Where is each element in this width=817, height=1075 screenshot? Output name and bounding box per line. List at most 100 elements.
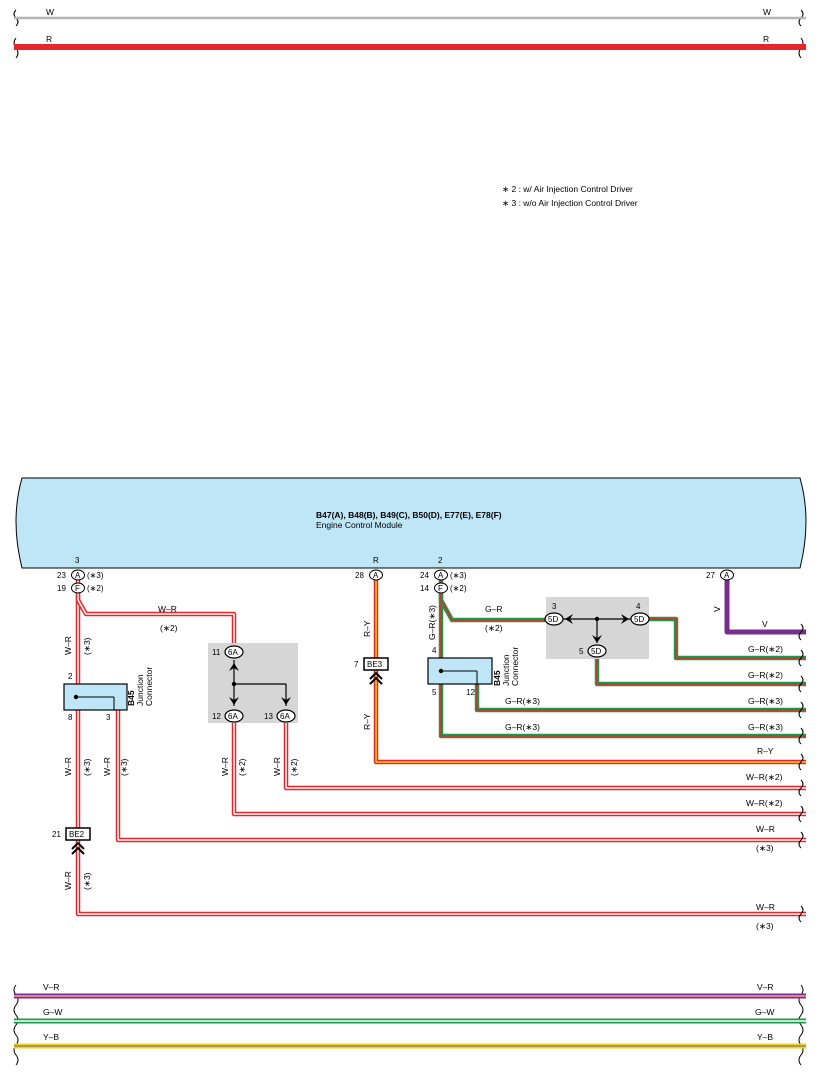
right-label-wr2-1: W–R(∗2) — [746, 772, 783, 782]
splice-6a-arrow-down-1 — [229, 697, 239, 705]
wire-gr-junction-5-out-stripe — [440, 684, 806, 737]
pin-27: 27 — [706, 571, 715, 580]
break-mark-5 — [798, 753, 804, 771]
lbl-gr3-2: G–R(∗3) — [505, 722, 540, 732]
wire-wr-be2-out — [75, 840, 806, 917]
lbl-gr-v: G–R(∗3) — [427, 605, 437, 640]
pin-a-letter: A — [75, 571, 81, 580]
junction-right-pin-5: 5 — [432, 688, 437, 697]
wire-labels: W–R (∗2) W–R (∗3) W–R (∗3) W–R (∗3) W–R … — [63, 604, 722, 890]
wire-gr-5d-5-out-stripe — [596, 657, 806, 685]
lbl-ry-v1: R–Y — [362, 620, 372, 637]
lbl-gr-h-cond: (∗2) — [485, 623, 503, 633]
splice-6a-arrow-down-2 — [281, 697, 291, 705]
ecm-connector-list: B47(A), B48(B), B49(C), B50(D), E77(E), … — [316, 510, 502, 520]
junction-left-line1: Junction — [135, 674, 145, 706]
junction-right-code: B45 — [492, 670, 502, 686]
pin-a4-letter: A — [724, 571, 730, 580]
right-label-gr2-1: G–R(∗2) — [748, 644, 783, 654]
wire-wr-be2-out-stripe — [77, 840, 806, 915]
be3-label: BE3 — [367, 660, 383, 669]
splice-6a-node — [231, 681, 237, 687]
break-mark-1 — [798, 649, 804, 667]
wire-wr-6a-13-out-stripe — [285, 722, 806, 789]
pin-a2-letter: A — [373, 571, 379, 580]
pin-19-cond: (∗2) — [87, 584, 104, 593]
splice-5d-pin-3: 3 — [552, 602, 557, 611]
bus-yb-label-left: Y–B — [43, 1032, 59, 1042]
lbl-wr-v1: W–R — [63, 636, 73, 655]
wire-gr-junction-12-out-stripe — [476, 684, 806, 711]
ecm-name: Engine Control Module — [316, 520, 403, 530]
break-mark-7 — [798, 805, 804, 823]
splice-5d-pin-5: 5 — [579, 647, 584, 656]
lbl-wr-v4: W–R — [220, 757, 230, 776]
ecm-terminal-2: 2 — [438, 556, 443, 565]
splice-box-6a — [208, 643, 298, 723]
bus-w-label-left: W — [46, 7, 54, 17]
wire-wr-f-to-6a-stripe — [77, 593, 235, 646]
ecm-pins: A 23 (∗3) F 19 (∗2) A 28 A 24 (∗3) F 14 … — [57, 569, 734, 594]
splice-5d-node — [594, 616, 600, 622]
splice-5d-l-id: 5D — [548, 615, 558, 624]
break-mark-6 — [798, 779, 804, 797]
top-bus-group: W W R R — [13, 7, 806, 59]
note-air-injection-wo: ∗ 3 : w/o Air Injection Control Driver — [502, 198, 638, 208]
lbl-wr-v4-cond: (∗2) — [237, 758, 247, 776]
wire-wr-6a-12-out-stripe — [233, 722, 806, 815]
splice-6a-pin-11: 11 — [212, 648, 221, 657]
pin-23: 23 — [57, 571, 66, 580]
be2-pin: 21 — [52, 830, 61, 839]
break-mark-9 — [798, 905, 804, 923]
inline-connector-be3: BE3 7 — [354, 657, 389, 685]
pin-f2-letter: F — [438, 584, 443, 593]
break-mark-8 — [798, 831, 804, 849]
lbl-wr-v1-cond: (∗3) — [82, 637, 92, 655]
lbl-ry-v2: R–Y — [362, 713, 372, 730]
right-label-gr2-2: G–R(∗2) — [748, 670, 783, 680]
junction-left-line2: Connector — [144, 667, 154, 706]
bus-r-label-left: R — [46, 34, 52, 44]
lbl-gr3-1: G–R(∗3) — [505, 696, 540, 706]
lbl-wr-v5: W–R — [272, 757, 282, 776]
pin-28: 28 — [355, 571, 364, 580]
wire-gr-f-to-5d-stripe — [440, 593, 545, 621]
bus-vr-label-left: V–R — [43, 982, 60, 992]
right-label-wr-1: W–R — [756, 824, 775, 834]
pin-f-letter: F — [75, 584, 80, 593]
splice-5d-pin-4: 4 — [636, 602, 641, 611]
lbl-v-vert: V — [712, 606, 722, 612]
junction-right-line1: Junction — [501, 654, 511, 686]
bus-gw-label-right: G–W — [755, 1007, 774, 1017]
junction-right-line2: Connector — [510, 647, 520, 686]
junction-right-pin-4: 4 — [432, 646, 437, 655]
lbl-wr-v2: W–R — [63, 757, 73, 776]
junction-left-code: B45 — [126, 690, 136, 706]
right-label-ry: R–Y — [757, 746, 774, 756]
pin-14: 14 — [420, 584, 429, 593]
be2-label: BE2 — [69, 830, 85, 839]
junction-connector-left: 2 8 3 B45 Junction Connector — [63, 667, 154, 722]
splice-pins: 6A 11 6A 12 6A 13 5D 3 5D 4 5D 5 — [212, 602, 650, 723]
splice-6a-br-id: 6A — [280, 712, 290, 721]
bus-gw-label-left: G–W — [43, 1007, 62, 1017]
junction-left-pin-2: 2 — [68, 672, 73, 681]
break-mark-2 — [798, 675, 804, 693]
right-label-wr-1-cond: (∗3) — [756, 843, 774, 853]
lbl-gr-h: G–R — [485, 604, 502, 614]
right-breaks — [798, 623, 804, 923]
bus-vr-label-right: V–R — [757, 982, 774, 992]
right-label-wr-2-cond: (∗3) — [756, 921, 774, 931]
lbl-wr-top-cond: (∗2) — [160, 623, 178, 633]
right-label-gr3-2: G–R(∗3) — [748, 722, 783, 732]
break-mark-4 — [798, 727, 804, 745]
pin-14-cond: (∗2) — [450, 584, 467, 593]
junction-left-pin-8: 8 — [68, 713, 73, 722]
break-mark-0 — [798, 623, 804, 641]
be3-pin: 7 — [354, 660, 359, 669]
junction-left-pin-3: 3 — [106, 713, 111, 722]
splice-6a-bl-id: 6A — [228, 712, 238, 721]
lbl-wr-v6: W–R — [63, 871, 73, 890]
lbl-wr-v3: W–R — [102, 757, 112, 776]
